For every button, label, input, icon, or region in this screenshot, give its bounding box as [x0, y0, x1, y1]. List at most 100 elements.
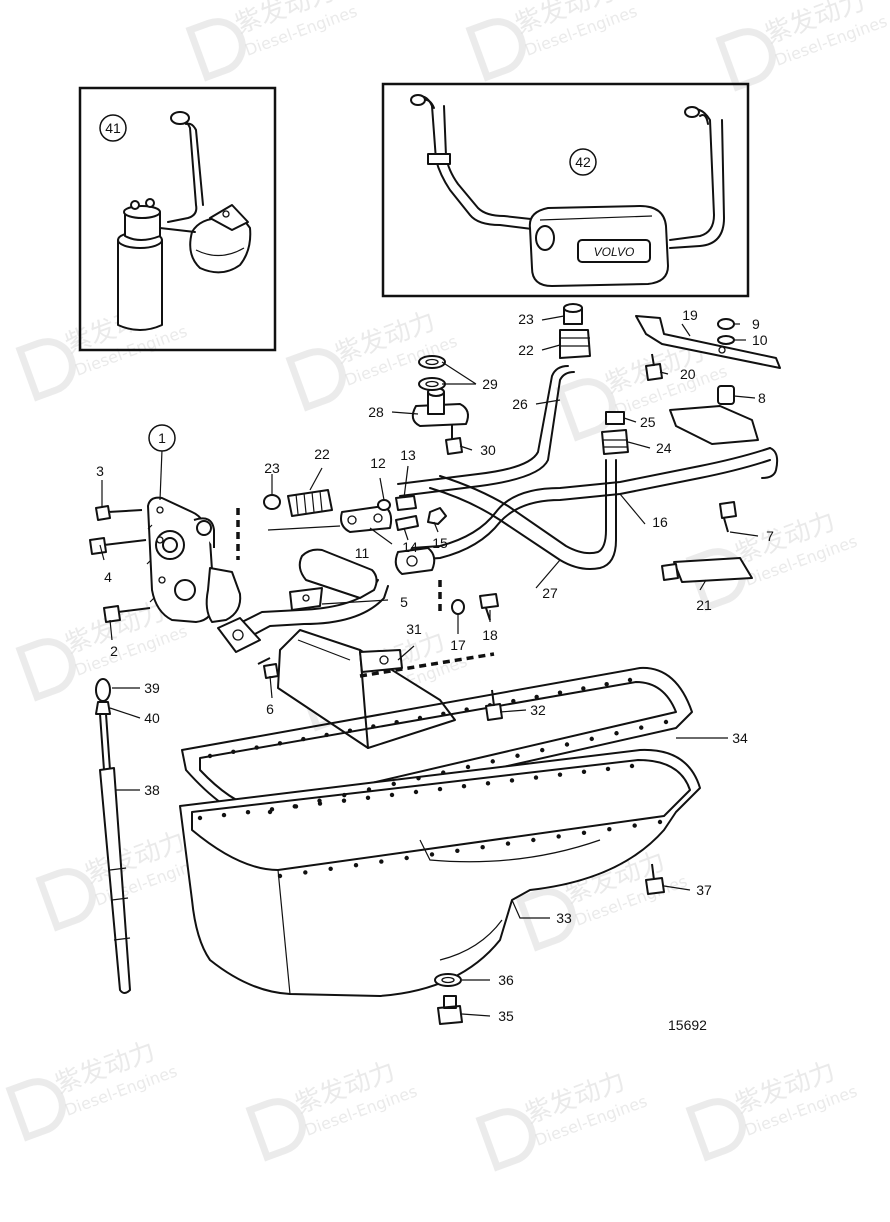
callout-3: 3	[96, 463, 104, 479]
bolt-18	[479, 593, 499, 621]
flange-bolt-hole	[417, 715, 423, 721]
watermark-9: 紫发动力 Diesel-Engines	[685, 506, 860, 612]
tube-27	[429, 459, 617, 570]
flange-bolt-hole	[465, 764, 471, 770]
flange-bolt-hole	[589, 736, 594, 742]
callout-9: 9	[752, 316, 760, 332]
callout-41-label: 41	[105, 120, 121, 136]
callout-35: 35	[498, 1008, 514, 1024]
flange-bolt-hole	[231, 749, 236, 754]
flange-bolt-hole	[391, 781, 396, 787]
watermark-3: 紫发动力 Diesel-Engines	[715, 0, 890, 92]
flange-bolt-hole	[301, 736, 306, 742]
flange-bolt-hole	[515, 753, 520, 758]
callout-1: 1	[158, 430, 166, 446]
callout-circle-42	[569, 148, 597, 176]
suction-pipe	[217, 548, 389, 653]
callout-7: 7	[766, 528, 774, 544]
flange-bolt-hole	[604, 682, 609, 687]
callout-23-lower: 23	[264, 460, 280, 476]
callout-26: 26	[512, 396, 528, 412]
flange-bolt-hole	[490, 759, 495, 764]
flange-bolt-hole	[480, 845, 485, 850]
flange-bolt-hole	[342, 792, 347, 798]
tube-16	[409, 459, 771, 561]
flange-bolt-hole	[639, 725, 644, 730]
union-22-upper	[559, 329, 591, 359]
flange-bolt-hole	[389, 792, 395, 798]
flange-bolt-hole	[441, 770, 446, 775]
flange-bolt-hole	[540, 747, 545, 753]
flange-bolt-hole	[581, 686, 586, 691]
washer-17	[451, 599, 465, 615]
flange-bolt-hole	[324, 732, 329, 738]
callout-18: 18	[482, 627, 498, 643]
inlet-pipe-end	[410, 94, 426, 106]
oil-pump	[146, 496, 242, 623]
flange-bolt-hole	[404, 855, 409, 861]
watermark-14: 紫发动力 Diesel-Engines	[475, 1066, 650, 1172]
pump-support-bracket	[277, 629, 456, 749]
flange-bolt-hole	[441, 711, 446, 716]
callout-36: 36	[498, 972, 514, 988]
flange-bolt-hole	[197, 815, 203, 821]
filter-bypass-housing	[159, 204, 252, 274]
callout-28: 28	[368, 404, 384, 420]
flange-bolt-hole	[627, 677, 633, 683]
inset-42-frame: 42 VOLVO	[381, 82, 750, 298]
oil-cooler-body: VOLVO	[528, 205, 669, 287]
flange-bolt-hole	[485, 781, 491, 786]
callout-4: 4	[104, 569, 112, 585]
bracket-19	[635, 315, 781, 369]
callout-10: 10	[752, 332, 768, 348]
callout-23-upper: 23	[518, 311, 534, 327]
callout-40: 40	[144, 710, 160, 726]
callout-6: 6	[266, 701, 274, 717]
flange-bolt-hole	[629, 763, 635, 769]
callout-11: 11	[355, 545, 370, 561]
callout-42-label: 42	[575, 154, 591, 170]
callout-39: 39	[144, 680, 160, 696]
callout-32: 32	[530, 702, 546, 718]
bolt-6	[257, 657, 279, 679]
watermark-15: 紫发动力 Diesel-Engines	[685, 1056, 860, 1162]
bolt-30	[445, 424, 463, 455]
nut-25	[605, 411, 625, 425]
pipe-clamp	[427, 153, 451, 165]
callout-22-upper: 22	[518, 342, 534, 358]
bolt-37	[645, 863, 665, 895]
watermark-4: 紫发动力 Diesel-Engines	[15, 296, 190, 402]
flange-bolt-hole	[461, 784, 467, 789]
flange-bolt-hole	[605, 766, 611, 772]
flange-bolt-hole	[557, 690, 563, 695]
assembly-dash-lines	[236, 508, 495, 678]
nut-15	[427, 507, 447, 525]
flange-bolt-hole	[394, 720, 399, 725]
flange-bolt-hole	[657, 819, 663, 825]
drain-plug-35	[437, 995, 463, 1025]
flange-bolt-hole	[505, 841, 511, 846]
flange-bolt-hole	[353, 863, 359, 868]
flange-bolt-hole	[293, 804, 299, 809]
watermark-1: 紫发动力 Diesel-Engines	[185, 0, 360, 82]
dipstick-38	[95, 678, 131, 994]
callout-33: 33	[556, 910, 572, 926]
clamp-bracket	[669, 405, 759, 445]
callout-34: 34	[732, 730, 748, 746]
bolt-20	[645, 353, 663, 381]
flange-bolt-hole	[511, 698, 516, 704]
flange-bolt-hole	[416, 776, 421, 781]
callout-16: 16	[652, 514, 668, 530]
dipstick-handle-39	[95, 678, 111, 702]
callout-30: 30	[480, 442, 496, 458]
watermark-12: 紫发动力 Diesel-Engines	[5, 1036, 180, 1142]
dipstick-seal-40	[95, 701, 111, 715]
outlet-pipe-end	[684, 106, 700, 118]
callout-24: 24	[656, 440, 672, 456]
inset-41-frame: 41	[78, 86, 277, 352]
flange-bolt-hole	[328, 866, 333, 871]
callout-29: 29	[482, 376, 498, 392]
spacer-8	[717, 385, 735, 405]
flange-bolt-hole	[533, 775, 539, 780]
